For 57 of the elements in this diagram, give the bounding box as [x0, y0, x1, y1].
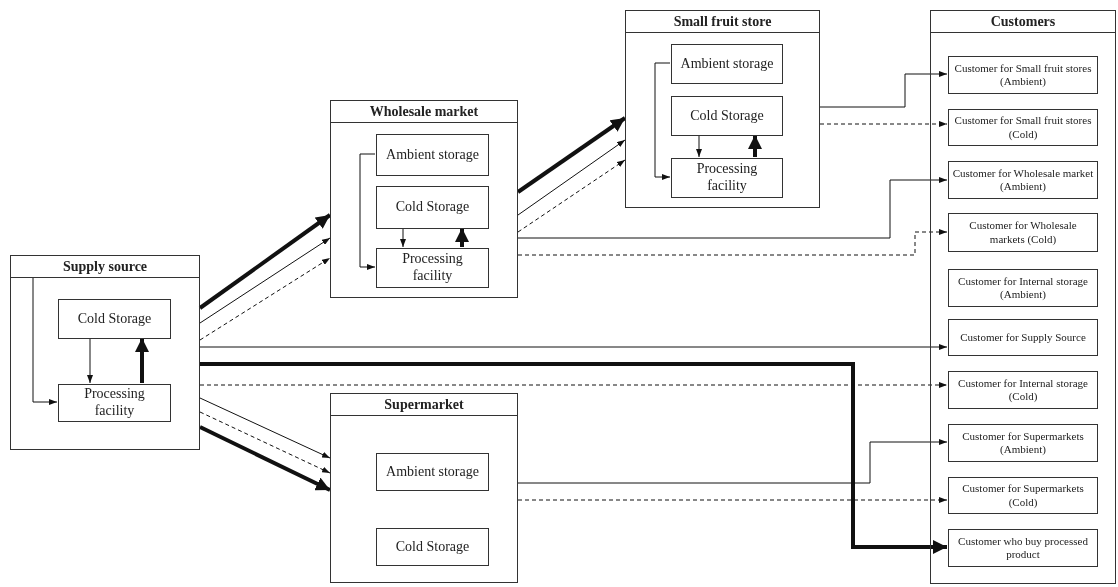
panel-title: Customers	[931, 11, 1115, 33]
customer-box: Customer for Supply Source	[948, 319, 1098, 356]
stage-panel	[330, 100, 518, 298]
customer-box: Customer for Wholesale market (Ambient)	[948, 161, 1098, 199]
customer-box: Customer who buy processed product	[948, 529, 1098, 567]
arrow	[748, 135, 762, 157]
panel-title: Wholesale market	[331, 101, 517, 123]
panel-title: Supply source	[11, 256, 199, 278]
arrow	[819, 121, 948, 127]
arrow	[696, 134, 702, 158]
storage-box: Ambient storage	[671, 44, 783, 84]
arrow	[199, 257, 331, 341]
arrow	[135, 338, 149, 383]
stage-panel	[625, 10, 820, 208]
arrow	[199, 397, 331, 459]
arrow	[359, 153, 376, 270]
arrow	[517, 229, 948, 256]
customer-box: Customer for Supermarkets (Cold)	[948, 477, 1098, 514]
arrow	[819, 71, 948, 108]
arrow	[200, 362, 947, 554]
arrow	[199, 344, 948, 350]
arrow	[654, 62, 671, 180]
arrow	[199, 237, 331, 324]
arrow	[400, 227, 406, 248]
stage-panel	[10, 255, 200, 450]
storage-box: Processing facility	[376, 248, 489, 288]
storage-box: Cold Storage	[58, 299, 171, 339]
storage-box: Processing facility	[671, 158, 783, 198]
customer-box: Customer for Wholesale markets (Cold)	[948, 213, 1098, 252]
arrow	[517, 439, 948, 484]
arrow	[517, 497, 948, 503]
arrow	[517, 139, 626, 216]
arrow	[199, 425, 331, 492]
arrow	[32, 276, 58, 405]
storage-box: Ambient storage	[376, 453, 489, 491]
storage-box: Cold Storage	[671, 96, 783, 136]
customer-box: Customer for Small fruit stores (Cold)	[948, 109, 1098, 146]
panel-title: Supermarket	[331, 394, 517, 416]
panel-title: Small fruit store	[626, 11, 819, 33]
storage-box: Processing facility	[58, 384, 171, 422]
storage-box: Cold Storage	[376, 186, 489, 229]
customer-box: Customer for Supermarkets (Ambient)	[948, 424, 1098, 462]
arrow	[517, 159, 626, 233]
customer-box: Customer for Small fruit stores (Ambient)	[948, 56, 1098, 94]
storage-box: Cold Storage	[376, 528, 489, 566]
arrow	[199, 382, 948, 388]
arrow	[199, 411, 331, 474]
arrow	[87, 337, 93, 384]
arrow	[517, 177, 948, 239]
storage-box: Ambient storage	[376, 134, 489, 176]
arrow	[455, 228, 469, 247]
arrow	[198, 213, 332, 310]
arrow	[516, 116, 627, 194]
stage-panel	[930, 10, 1116, 584]
stage-panel	[330, 393, 518, 583]
customer-box: Customer for Internal storage (Cold)	[948, 371, 1098, 409]
customer-box: Customer for Internal storage (Ambient)	[948, 269, 1098, 307]
